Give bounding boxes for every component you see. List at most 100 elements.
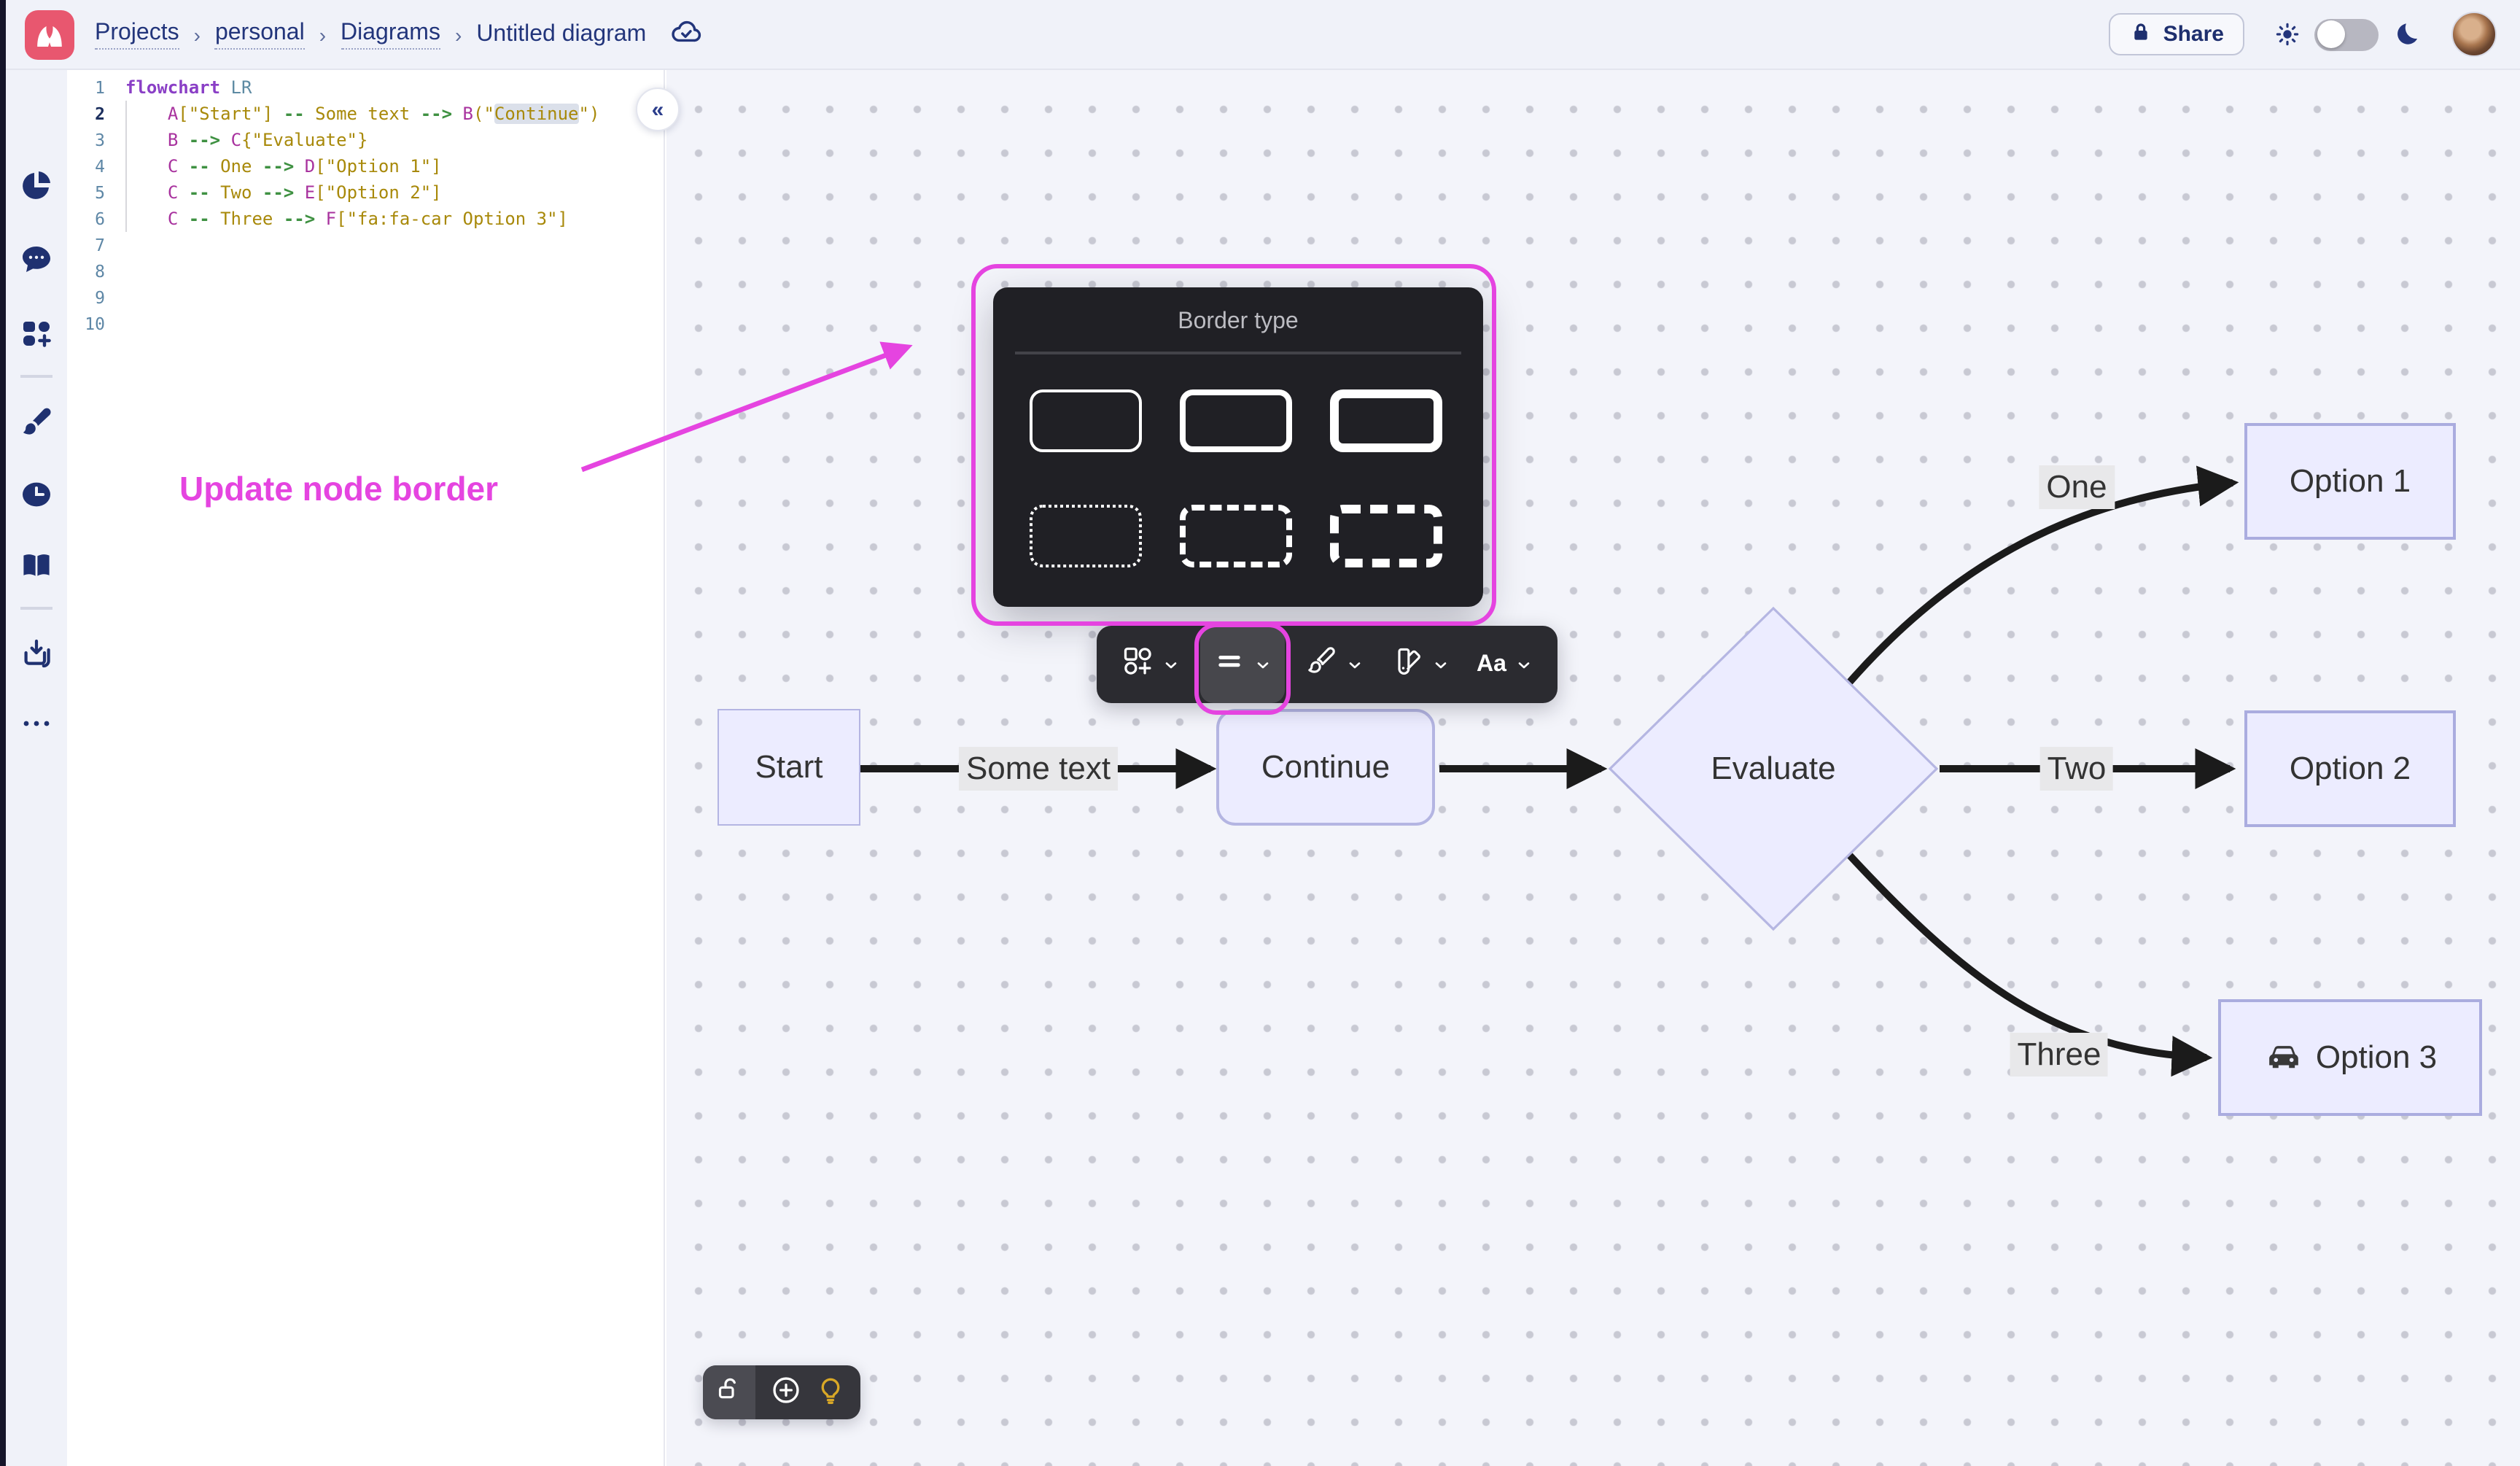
code-token: --: [283, 104, 305, 124]
node-label: Option 1: [2289, 462, 2411, 499]
border-type-popup: Border type: [993, 287, 1483, 607]
node-label: Option 2: [2289, 750, 2411, 786]
code-line[interactable]: 7: [67, 232, 664, 258]
code-line[interactable]: 3 B --> C{"Evaluate"}: [67, 127, 664, 153]
code-line[interactable]: 6 C -- Three --> F["fa:fa-car Option 3"]: [67, 206, 664, 232]
code-text: C -- Three --> F["fa:fa-car Option 3"]: [105, 206, 568, 232]
lock-toggle-button[interactable]: [703, 1365, 755, 1419]
node-continue[interactable]: Continue: [1216, 709, 1435, 826]
color-swatches-toolbar-button[interactable]: [1383, 636, 1456, 693]
share-button[interactable]: Share: [2109, 13, 2244, 55]
breadcrumb-personal[interactable]: personal: [214, 20, 305, 49]
code-token: A: [167, 104, 179, 124]
sidebar-export-button[interactable]: [18, 635, 55, 672]
border-type-toolbar-button[interactable]: [1194, 623, 1291, 715]
code-line[interactable]: 2 A["Start"] -- Some text --> B("Continu…: [67, 101, 664, 127]
chevron-down-icon: [1515, 656, 1533, 673]
collapse-editor-button[interactable]: «: [636, 88, 680, 131]
node-label: Option 3: [2315, 1039, 2438, 1075]
code-token: [452, 104, 462, 124]
node-label: Evaluate: [1711, 750, 1836, 786]
node-option-1[interactable]: Option 1: [2244, 423, 2456, 540]
border-sample-dotted-thin[interactable]: [1030, 504, 1142, 567]
code-text: C -- One --> D["Option 1"]: [105, 153, 442, 179]
toggle-knob: [2317, 20, 2345, 48]
sidebar-divider: [20, 607, 52, 609]
node-start[interactable]: Start: [718, 709, 860, 826]
border-type-icon: [1213, 645, 1245, 684]
paintbrush-toolbar-button[interactable]: [1298, 636, 1371, 693]
code-text: A["Start"] -- Some text --> B("Continue"…: [105, 101, 599, 127]
border-sample-dashed-thick[interactable]: [1330, 504, 1442, 567]
diagram-canvas[interactable]: [666, 70, 2520, 1466]
code-token: -->: [283, 209, 316, 229]
code-line[interactable]: 8: [67, 258, 664, 284]
sidebar-history-button[interactable]: [18, 476, 55, 513]
sidebar-chat-button[interactable]: [18, 241, 55, 279]
border-sample-dashed-medium[interactable]: [1180, 504, 1292, 567]
code-token: "): [578, 104, 600, 124]
node-label: Start: [755, 748, 823, 785]
breadcrumb-diagrams[interactable]: Diagrams: [341, 20, 440, 49]
canvas-toolbar-rest: [755, 1365, 860, 1419]
code-token: C: [230, 130, 242, 150]
theme-toggle[interactable]: [2314, 18, 2379, 50]
node-option-3[interactable]: Option 3: [2218, 999, 2482, 1116]
code-token: [125, 104, 168, 124]
code-token: E: [304, 182, 316, 203]
sidebar-documentation-button[interactable]: [18, 547, 55, 585]
canvas-toolbar: [703, 1365, 860, 1419]
code-line[interactable]: 9: [67, 284, 664, 311]
sidebar-more-button[interactable]: [18, 705, 55, 742]
breadcrumb-untitled-diagram[interactable]: Untitled diagram: [476, 21, 647, 46]
breadcrumb: Projects›personal›Diagrams›Untitled diag…: [95, 20, 646, 49]
sun-icon: [2274, 20, 2301, 48]
edge-label-one[interactable]: One: [2039, 465, 2115, 509]
suggestions-button[interactable]: [816, 1375, 847, 1410]
user-avatar[interactable]: [2451, 12, 2497, 57]
popup-title: Border type: [1178, 309, 1299, 334]
code-token: [220, 130, 230, 150]
node-evaluate[interactable]: Evaluate: [1607, 605, 1940, 932]
text-style-toolbar-button[interactable]: Aa: [1469, 643, 1540, 686]
node-style-toolbar: Aa: [1097, 623, 1558, 715]
code-token: LR: [230, 77, 252, 98]
edge-label-three[interactable]: Three: [2010, 1033, 2109, 1077]
code-token: [220, 77, 230, 98]
edge-label-two[interactable]: Two: [2039, 747, 2114, 791]
code-token: Three: [209, 209, 284, 229]
code-token: ["fa:fa-car Option 3"]: [336, 209, 569, 229]
code-line[interactable]: 10: [67, 311, 664, 337]
chevron-down-icon: [1346, 656, 1364, 673]
code-token: Two: [209, 182, 262, 203]
code-token: D: [304, 156, 316, 177]
border-sample-solid-medium[interactable]: [1180, 389, 1292, 451]
cloud-check-icon: [669, 14, 703, 55]
code-text: B --> C{"Evaluate"}: [105, 127, 368, 153]
code-text: [105, 311, 125, 337]
code-line[interactable]: 5 C -- Two --> E["Option 2"]: [67, 179, 664, 206]
code-token: [294, 182, 304, 203]
shapes-add-toolbar-button[interactable]: [1114, 636, 1187, 693]
sidebar-pie-chart-button[interactable]: [18, 166, 55, 204]
indent-guide: [125, 101, 127, 232]
code-token: [125, 156, 168, 177]
unlock-icon: [715, 1374, 744, 1411]
edge-label-some-text[interactable]: Some text: [958, 747, 1119, 791]
code-line[interactable]: 4 C -- One --> D["Option 1"]: [67, 153, 664, 179]
code-token: ["Option 2"]: [315, 182, 442, 203]
border-sample-solid-thick[interactable]: [1330, 389, 1442, 451]
breadcrumb-projects[interactable]: Projects: [95, 20, 179, 49]
highlighted-token: Continue: [494, 104, 579, 124]
add-node-button[interactable]: [769, 1374, 801, 1411]
sidebar-shapes-add-button[interactable]: [18, 315, 55, 353]
line-number: 4: [95, 156, 105, 177]
mermaid-logo-icon[interactable]: [25, 9, 74, 59]
breadcrumb-separator: ›: [193, 23, 201, 46]
sidebar-paintbrush-button[interactable]: [18, 403, 55, 441]
border-sample-solid-thin[interactable]: [1030, 389, 1142, 451]
node-option-2[interactable]: Option 2: [2244, 710, 2456, 827]
